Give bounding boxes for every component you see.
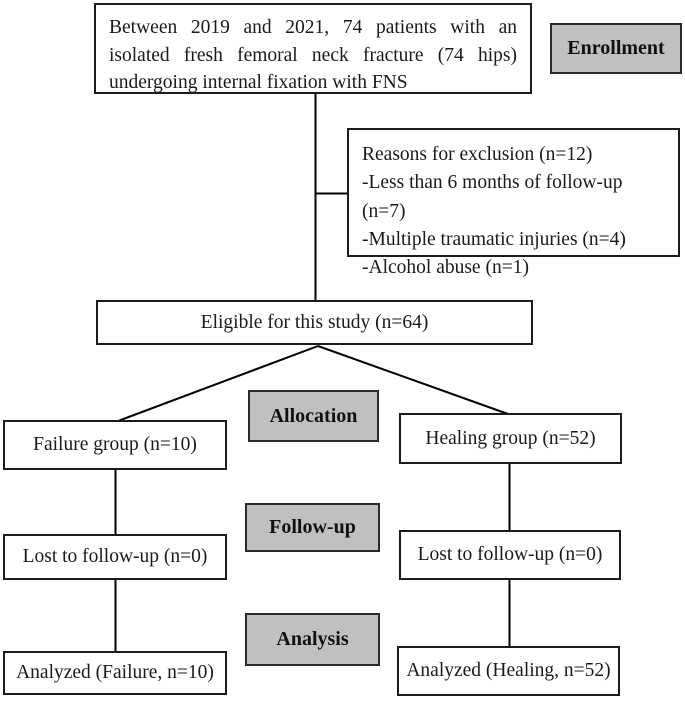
connector-eligible-to-healing: [317, 345, 509, 415]
stage-label-allocation: Allocation: [248, 390, 379, 442]
failure-group-box: Failure group (n=10): [3, 420, 227, 470]
enrollment-description-box: Between 2019 and 2021, 74 patients with …: [94, 3, 532, 94]
eligible-box: Eligible for this study (n=64): [96, 300, 533, 345]
stage-label-enrollment: Enrollment: [550, 23, 682, 74]
stage-label-analysis: Analysis: [245, 613, 380, 666]
lost-followup-failure-box: Lost to follow-up (n=0): [3, 534, 227, 580]
exclusion-item: -Multiple traumatic injuries (n=4): [362, 228, 626, 250]
healing-group-box: Healing group (n=52): [399, 413, 622, 464]
exclusion-item: -Alcohol abuse (n=1): [362, 257, 529, 279]
stage-label-follow-up: Follow-up: [245, 503, 380, 552]
exclusion-reasons-box: Reasons for exclusion (n=12) -Less than …: [347, 128, 680, 278]
connector-eligible-to-failure: [117, 345, 319, 422]
lost-followup-healing-box: Lost to follow-up (n=0): [399, 530, 621, 580]
analyzed-healing-box: Analyzed (Healing, n=52): [397, 646, 620, 696]
analyzed-failure-box: Analyzed (Failure, n=10): [3, 651, 227, 695]
exclusion-title: Reasons for exclusion (n=12): [362, 144, 593, 165]
exclusion-item: -Less than 6 months of follow-up (n=7): [362, 172, 623, 222]
